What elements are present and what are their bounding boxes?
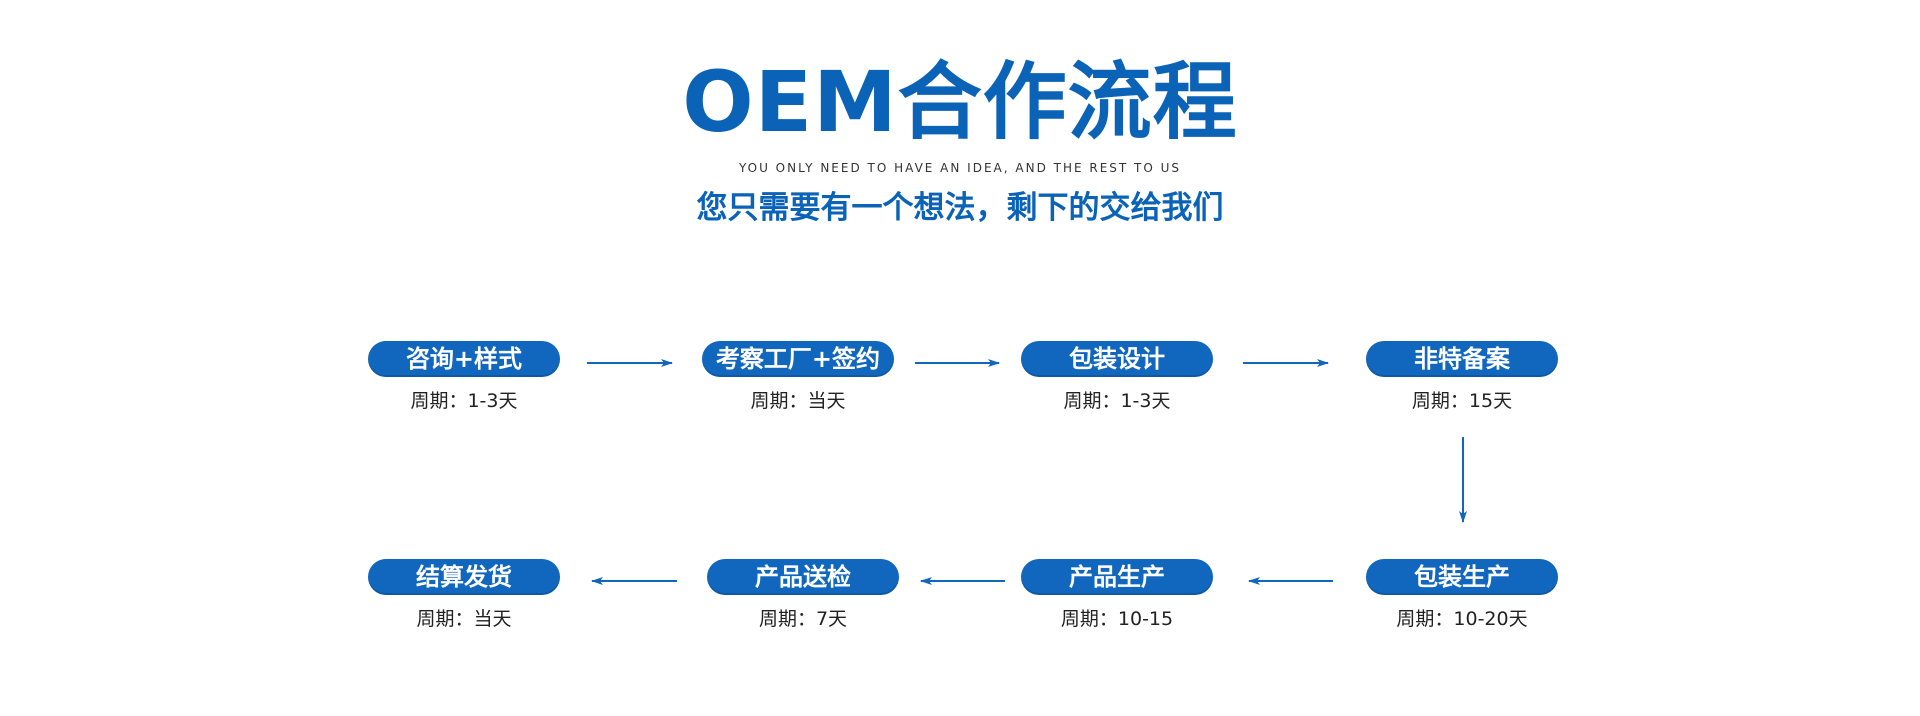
page-title: OEM合作流程 xyxy=(682,53,1238,151)
step-period: 周期：1-3天 xyxy=(410,390,518,412)
step-product-inspection: 产品送检 xyxy=(707,559,899,595)
step-label: 包装设计 xyxy=(1069,345,1165,373)
step-period: 周期：10-20天 xyxy=(1396,608,1528,630)
step-label: 非特备案 xyxy=(1414,345,1510,373)
step-consult-style: 咨询+样式 xyxy=(368,341,560,377)
step-label: 产品生产 xyxy=(1069,563,1165,591)
step-factory-visit-contract: 考察工厂+签约 xyxy=(702,341,894,377)
step-packaging-production: 包装生产 xyxy=(1366,559,1558,595)
step-label: 结算发货 xyxy=(416,563,512,591)
step-period: 周期：当天 xyxy=(416,608,512,630)
step-filing: 非特备案 xyxy=(1366,341,1558,377)
step-product-production: 产品生产 xyxy=(1021,559,1213,595)
step-label: 包装生产 xyxy=(1414,563,1510,591)
step-label: 产品送检 xyxy=(755,563,851,591)
step-label: 咨询+样式 xyxy=(405,345,523,373)
step-settlement-shipping: 结算发货 xyxy=(368,559,560,595)
subtitle-english: YOU ONLY NEED TO HAVE AN IDEA, AND THE R… xyxy=(738,161,1182,175)
step-period: 周期：10-15 xyxy=(1060,608,1174,630)
subtitle-chinese: 您只需要有一个想法，剩下的交给我们 xyxy=(696,190,1224,226)
step-period: 周期：当天 xyxy=(750,390,846,412)
step-packaging-design: 包装设计 xyxy=(1021,341,1213,377)
step-period: 周期：7天 xyxy=(758,608,848,630)
step-period: 周期：1-3天 xyxy=(1063,390,1171,412)
step-period: 周期：15天 xyxy=(1411,390,1513,412)
step-label: 考察工厂+签约 xyxy=(715,345,881,373)
